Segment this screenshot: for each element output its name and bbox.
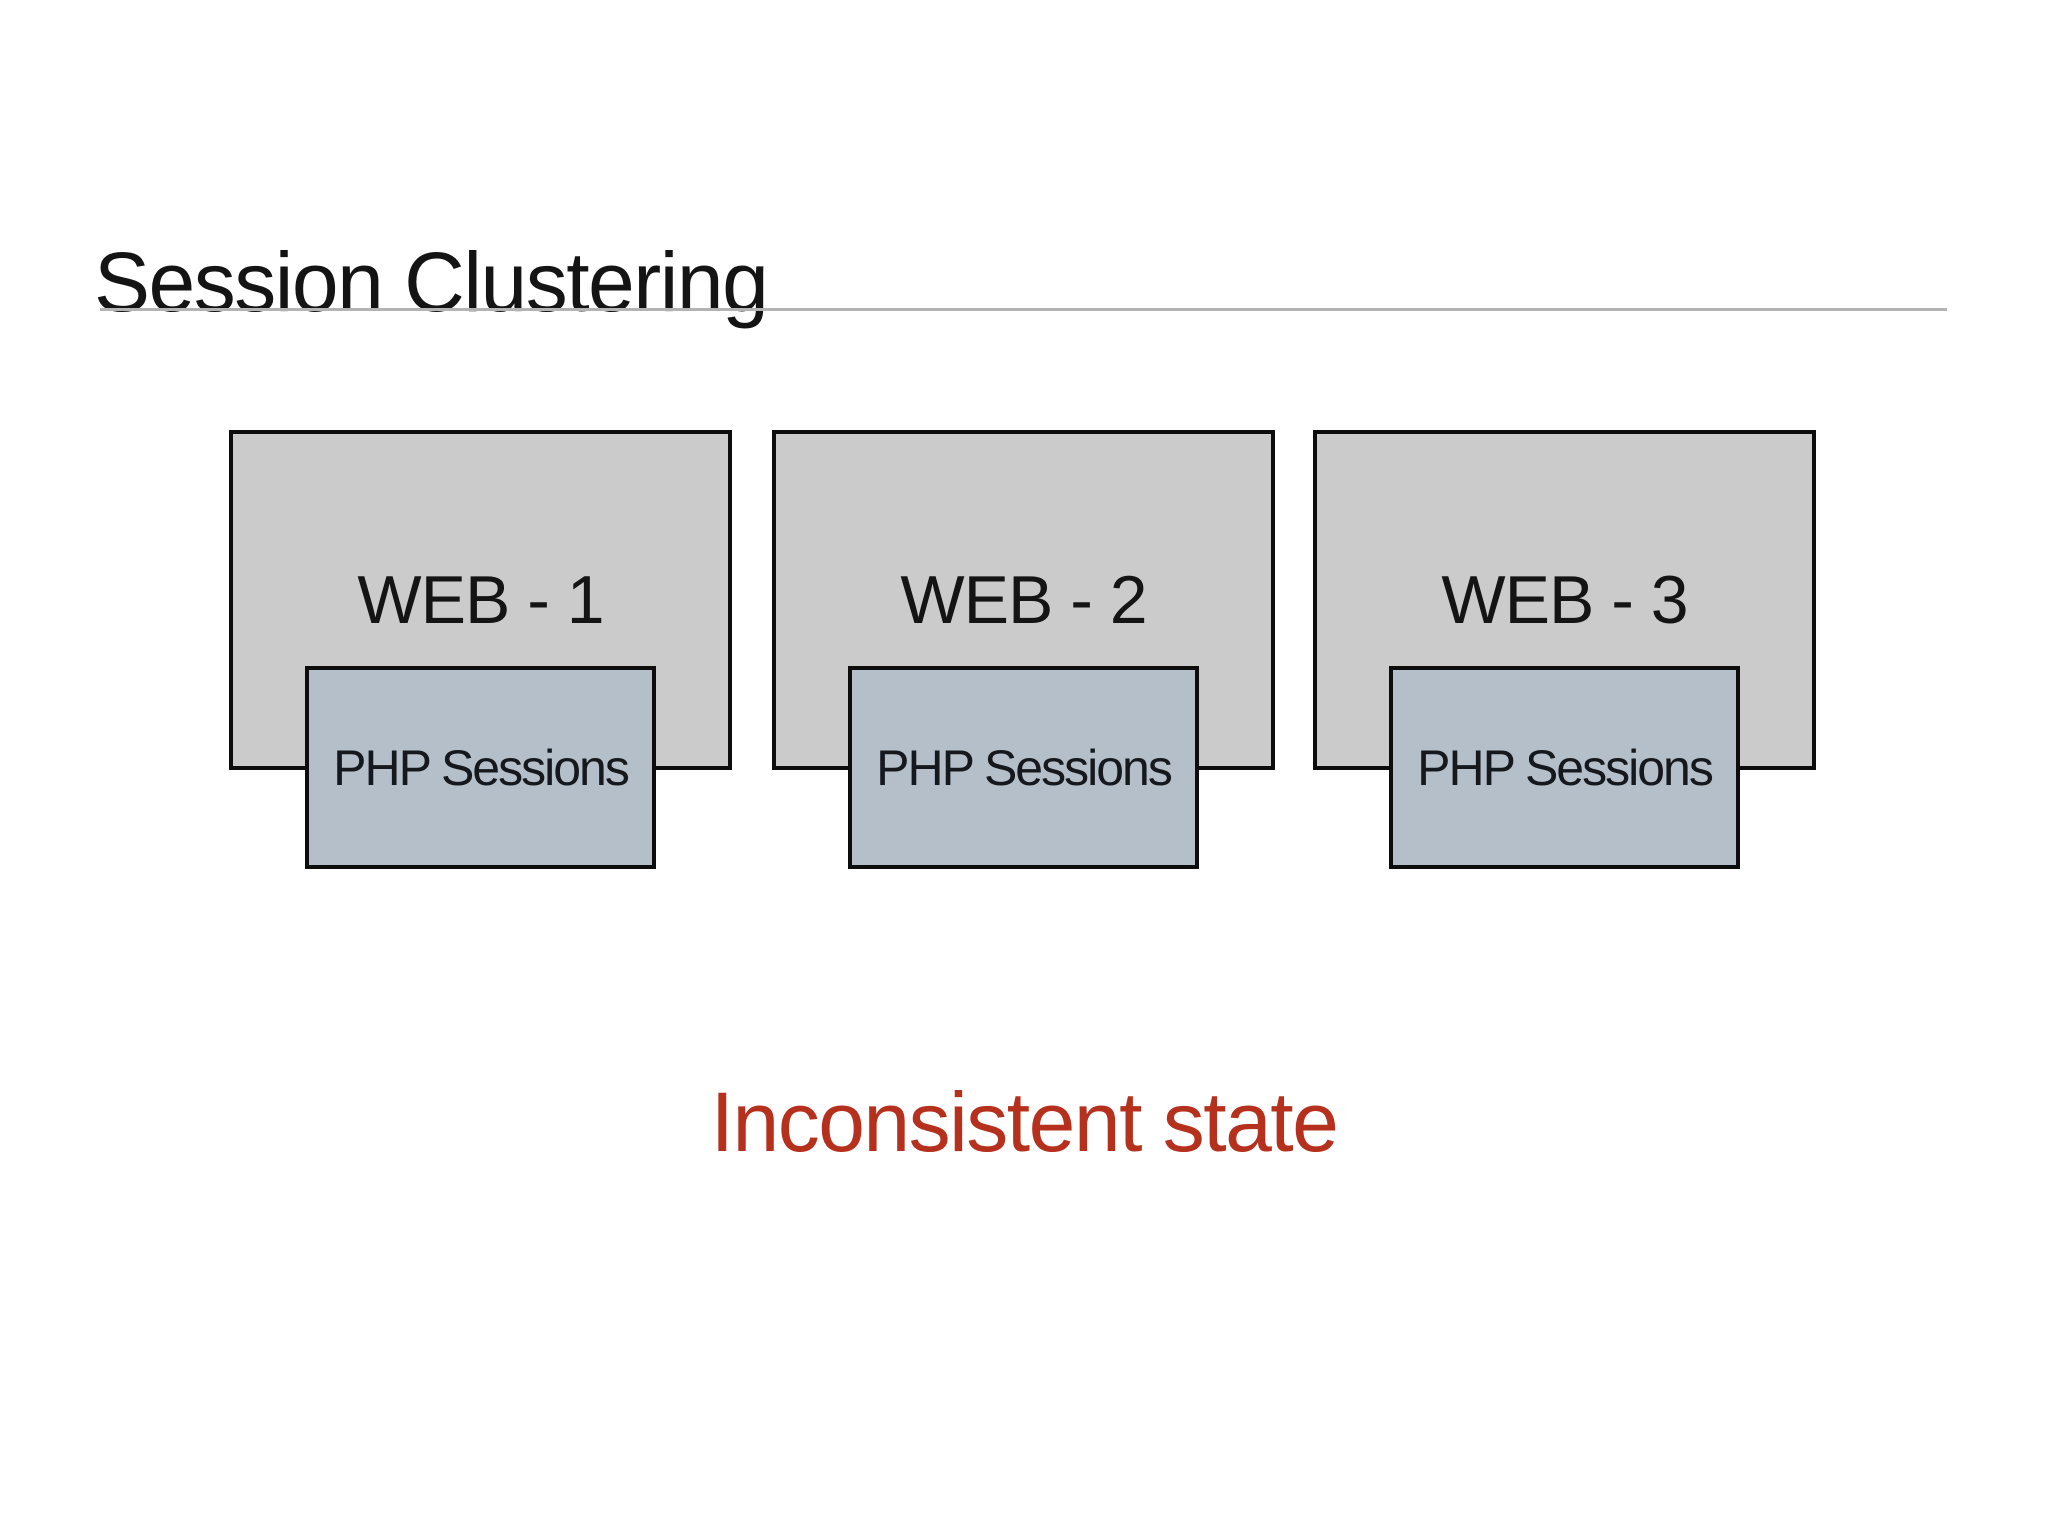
status-text: Inconsistent state: [710, 1075, 1339, 1169]
title-divider: [100, 308, 1947, 311]
php-sessions-box: PHP Sessions: [848, 666, 1199, 869]
php-sessions-label: PHP Sessions: [876, 739, 1173, 796]
server-box-web-3: WEB - 3 PHP Sessions: [1313, 430, 1816, 869]
server-box-web-1: WEB - 1 PHP Sessions: [229, 430, 732, 869]
server-label: WEB - 3: [1441, 562, 1688, 638]
php-sessions-box: PHP Sessions: [1389, 666, 1740, 869]
server-label: WEB - 2: [900, 562, 1147, 638]
page-title: Session Clustering: [94, 235, 769, 330]
php-sessions-label: PHP Sessions: [333, 739, 630, 796]
php-sessions-label: PHP Sessions: [1417, 739, 1714, 796]
php-sessions-box: PHP Sessions: [305, 666, 656, 869]
server-box-web-2: WEB - 2 PHP Sessions: [772, 430, 1275, 869]
server-label: WEB - 1: [357, 562, 604, 638]
